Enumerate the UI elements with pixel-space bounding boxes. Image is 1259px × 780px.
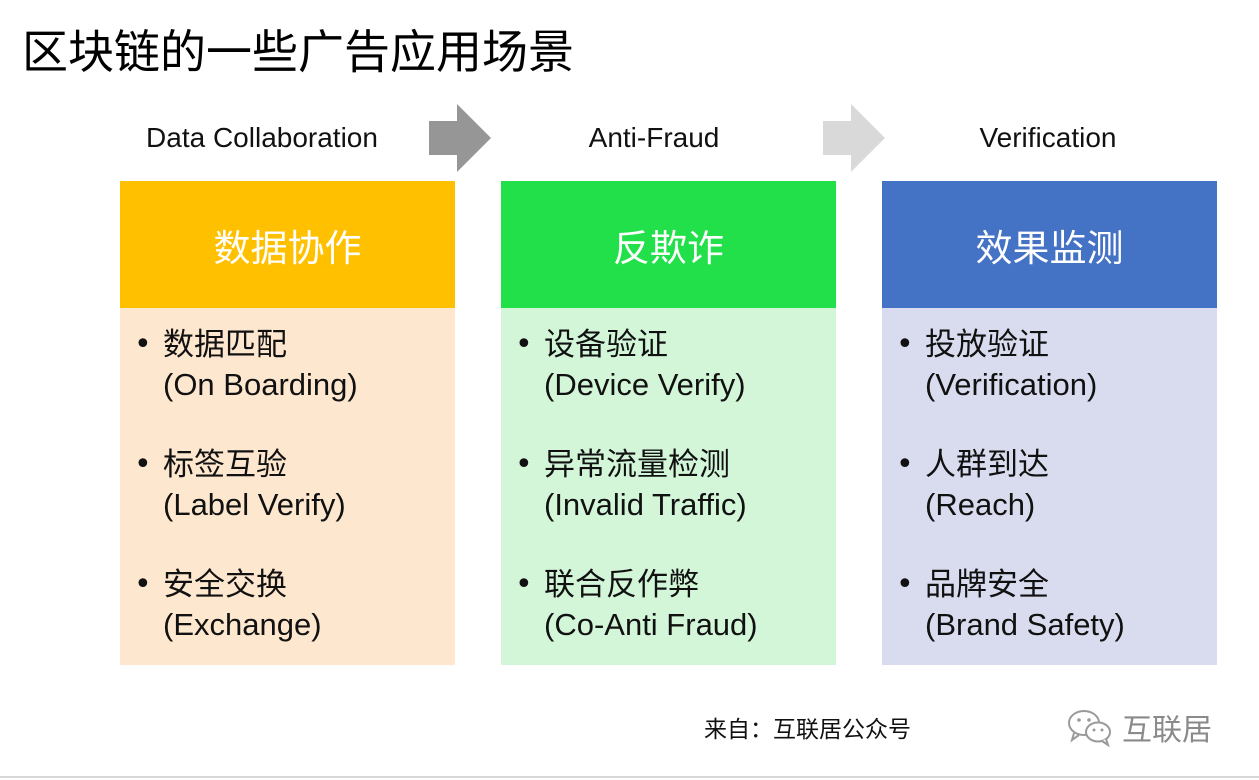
bottom-divider [0,776,1259,778]
wechat-icon [1068,710,1111,747]
bullet-icon: • [896,327,914,362]
bullet-icon: • [896,447,914,482]
item-label-cn: 人群到达 [925,447,1049,483]
item-label-cn: 异常流量检测 [544,447,730,483]
stage-label-data-collaboration: Data Collaboration [146,122,378,153]
bullet-icon: • [134,567,152,602]
item-label-en: (Label Verify) [163,487,346,522]
arrow-right-icon [823,104,885,172]
item-label-cn: 设备验证 [544,327,668,363]
bullet-icon: • [515,327,533,362]
column-anti-fraud: 反欺诈 • 设备验证 (Device Verify) • 异常流量检测 (Inv… [501,181,836,665]
item-label-cn: 联合反作弊 [544,567,699,603]
bullet-icon: • [134,327,152,362]
item-label-en: (Exchange) [163,607,322,642]
item-label-cn: 标签互验 [163,447,287,483]
item-label-cn: 投放验证 [925,327,1049,363]
item-label-cn: 品牌安全 [925,567,1049,603]
column-data-collaboration: 数据协作 • 数据匹配 (On Boarding) • 标签互验 (Label … [120,181,455,665]
column-body: • 数据匹配 (On Boarding) • 标签互验 (Label Verif… [120,308,455,665]
bullet-icon: • [515,447,533,482]
column-body: • 投放验证 (Verification) • 人群到达 (Reach) • 品… [882,308,1217,665]
stage-label-verification: Verification [979,122,1117,153]
item-label-cn: 安全交换 [163,567,287,603]
item-label-en: (Invalid Traffic) [544,487,747,522]
bullet-icon: • [515,567,533,602]
source-credit: 来自：互联居公众号 [704,717,911,743]
item-label-en: (Reach) [925,487,1036,522]
item-label-cn: 数据匹配 [163,327,287,363]
column-body: • 设备验证 (Device Verify) • 异常流量检测 (Invalid… [501,308,836,665]
item-label-en: (Verification) [925,367,1098,402]
item-label-en: (Device Verify) [544,367,746,402]
watermark-text: 互联居 [1122,713,1212,748]
item-label-en: (On Boarding) [163,367,358,402]
bullet-icon: • [896,567,914,602]
page-title: 区块链的一些广告应用场景 [22,25,574,79]
column-header: 效果监测 [882,181,1217,308]
arrow-right-icon [429,104,491,172]
column-header: 数据协作 [120,181,455,308]
bullet-icon: • [134,447,152,482]
stage-label-anti-fraud: Anti-Fraud [588,122,720,153]
column-header: 反欺诈 [501,181,836,308]
item-label-en: (Brand Safety) [925,607,1125,642]
item-label-en: (Co-Anti Fraud) [544,607,758,642]
column-verification: 效果监测 • 投放验证 (Verification) • 人群到达 (Reach… [882,181,1217,665]
watermark: 互联居 [1066,702,1212,752]
